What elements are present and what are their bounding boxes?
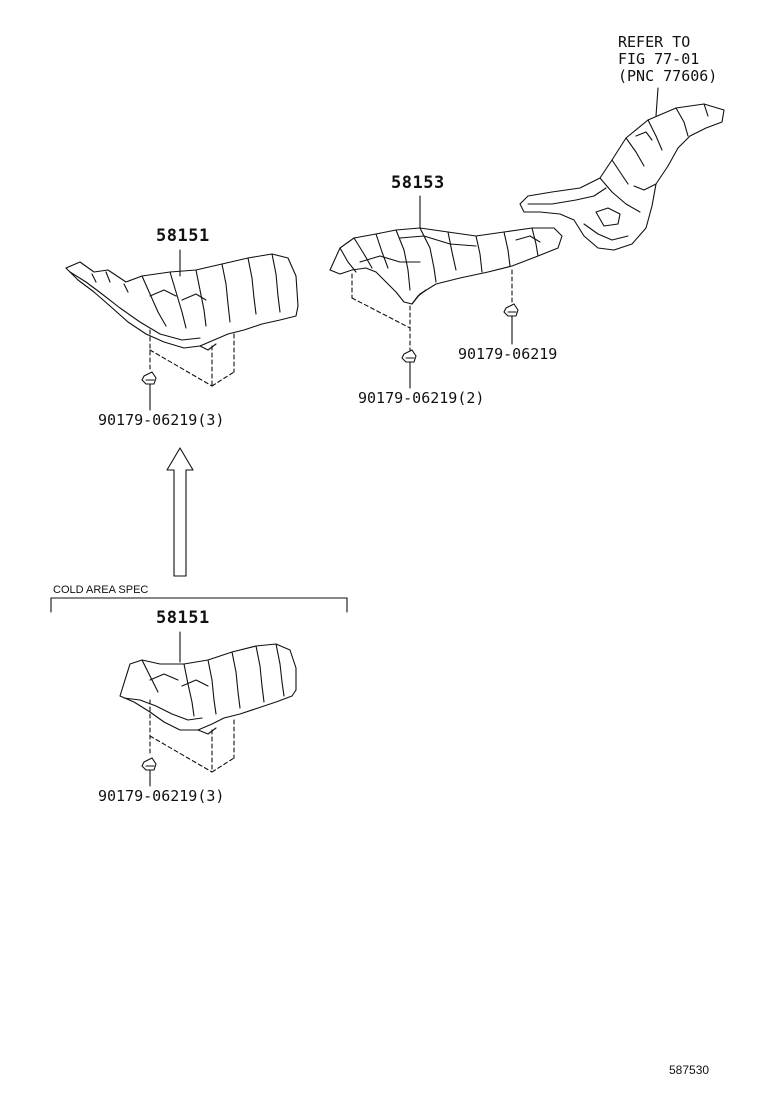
heat-shield-58151-upper[interactable] [65, 253, 299, 351]
part-number-58151-upper[interactable]: 58151 [156, 226, 210, 246]
reference-line-1: REFER TO [618, 33, 691, 51]
clip-icon[interactable] [141, 757, 157, 771]
clip-part-number-center-rear[interactable]: 90179-06219 [458, 345, 558, 363]
reference-line-3: (PNC 77606) [618, 67, 718, 85]
heat-shield-58153[interactable] [329, 227, 563, 305]
part-number-58151-cold[interactable]: 58151 [156, 608, 210, 628]
reference-line-2: FIG 77-01 [618, 50, 700, 68]
clip-part-number-center-front[interactable]: 90179-06219(2) [358, 389, 485, 407]
cold-area-spec-label: COLD AREA SPEC [53, 584, 149, 596]
reference-note[interactable]: REFER TO FIG 77-01 (PNC 77606) [618, 34, 717, 85]
cold-area-bracket [50, 597, 348, 613]
part-number-58153[interactable]: 58153 [391, 173, 445, 193]
clip-part-number-cold[interactable]: 90179-06219(3) [98, 787, 225, 805]
clip-part-number-upper[interactable]: 90179-06219(3) [98, 411, 225, 429]
up-arrow-icon [166, 447, 194, 577]
figure-id: 587530 [669, 1063, 710, 1077]
heat-shield-rear-reference[interactable] [519, 103, 725, 251]
clip-icon[interactable] [401, 349, 417, 363]
heat-shield-58151-cold[interactable] [119, 643, 297, 735]
clip-icon[interactable] [503, 303, 519, 317]
clip-icon[interactable] [141, 371, 157, 385]
